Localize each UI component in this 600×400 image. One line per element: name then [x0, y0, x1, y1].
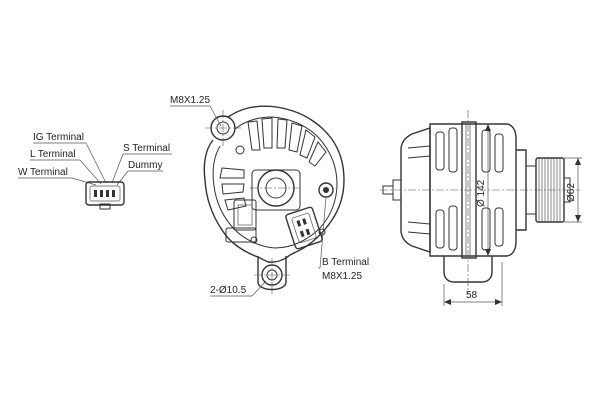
- alternator-side-view: [380, 110, 580, 294]
- s-terminal-label: S Terminal: [123, 143, 170, 154]
- mount-holes-label: 2-Ø10.5: [210, 285, 247, 296]
- b-terminal-label: B Terminal: [322, 257, 369, 268]
- connector-detail: IG Terminal L Terminal W Terminal S Term…: [18, 132, 172, 210]
- pulley-diameter-label: Ø62: [566, 183, 577, 202]
- l-terminal-label: L Terminal: [30, 149, 76, 160]
- top-thread-label: M8X1.25: [170, 95, 210, 106]
- ig-terminal-label: IG Terminal: [33, 132, 84, 143]
- body-diameter-label: Ø 142: [476, 179, 487, 207]
- connector-plug: [85, 181, 125, 210]
- side-view-dimensions: Ø 142 Ø62 58: [443, 124, 582, 306]
- alternator-front-view: [203, 105, 345, 294]
- front-view-annotations: M8X1.25 B Terminal M8X1.25 2-Ø10.5: [170, 95, 369, 297]
- width-dimension-label: 58: [466, 290, 478, 301]
- dummy-label: Dummy: [128, 160, 162, 171]
- w-terminal-label: W Terminal: [18, 167, 68, 178]
- b-thread-label: M8X1.25: [322, 271, 362, 282]
